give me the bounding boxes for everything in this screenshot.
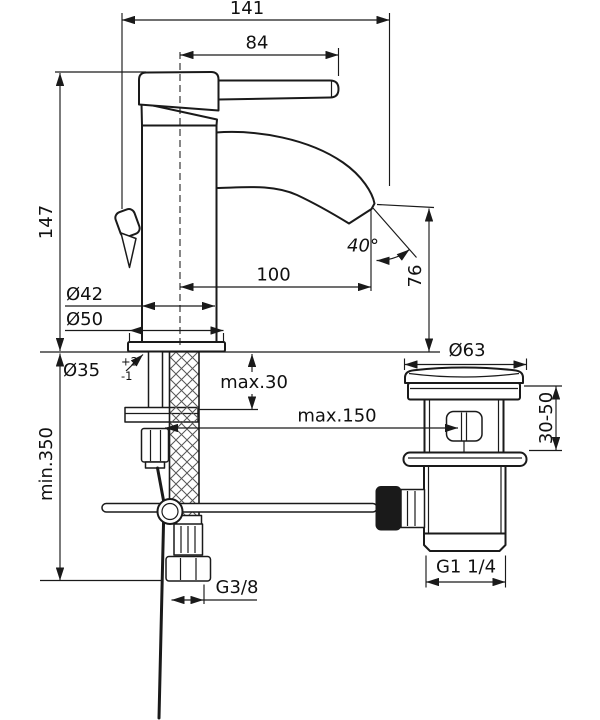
dim-body-height [55,71,146,351]
dim-waste-thread [425,555,507,588]
dim-hole-diameter-leader [125,354,144,372]
drain-upper-body [423,398,505,454]
rod-ball-joint-knob [375,486,402,531]
label-clearance-min: min.350 [36,427,57,501]
dim-spout-reach [180,210,372,292]
label-lever-length: 84 [246,33,269,54]
label-hole-diameter: Ø35 [63,360,100,381]
dim-spout-height [376,203,435,352]
label-body-diameter: Ø42 [66,284,103,305]
mounting-nut [140,427,170,469]
label-waste-cap-diameter: Ø63 [448,340,485,361]
label-hole-tol-minus: -1 [121,369,132,383]
dim-waste-adjust-range [524,385,562,452]
label-spout-height: 76 [405,265,426,288]
pop-up-knob [114,208,141,238]
cartridge-cone [140,102,218,127]
drain-lower-body [423,465,507,535]
dim-deck-thickness [198,354,258,411]
drain-rod-window [445,410,483,442]
faucet-spout [215,131,376,225]
dim-supply-thread [171,584,257,605]
label-waste-adjust-range: 30-50 [536,392,557,444]
dim-base-diameter [65,326,225,341]
dim-total-length [121,13,391,209]
drain-thread-tailpiece [423,532,507,552]
label-waste-thread: G1 1/4 [436,557,496,578]
supply-hose-nut [165,555,212,582]
label-hole-tol-plus: +2 [121,355,138,369]
faucet-body [141,124,218,344]
label-linkage-max: max.150 [297,406,376,427]
rod-joint-collar [400,488,426,529]
handle-lever [217,79,340,101]
drain-mid-flange [402,451,528,467]
label-body-height: 147 [36,205,57,239]
faucet [114,71,376,344]
label-spout-angle: 40° [347,236,379,257]
rod-clamp-joint [156,498,184,525]
label-total-length: 141 [230,0,264,19]
lift-rod [101,502,378,513]
drain-assembly [375,366,528,552]
label-supply-thread: G3/8 [216,577,259,598]
label-spout-reach: 100 [256,265,290,286]
label-deck-thickness: max.30 [220,372,288,393]
pop-up-knob-stem [120,232,137,269]
dim-clearance-min [40,353,163,582]
handle-cap [138,71,220,112]
label-base-diameter: Ø50 [66,309,103,330]
drain-top-flange [407,382,521,401]
dim-spout-angle [372,207,417,265]
base-flange [127,341,226,353]
dim-lever-length [180,48,340,76]
supply-hose [165,350,212,582]
pop-up-tube [147,350,164,410]
dim-waste-cap-diameter [403,358,528,370]
